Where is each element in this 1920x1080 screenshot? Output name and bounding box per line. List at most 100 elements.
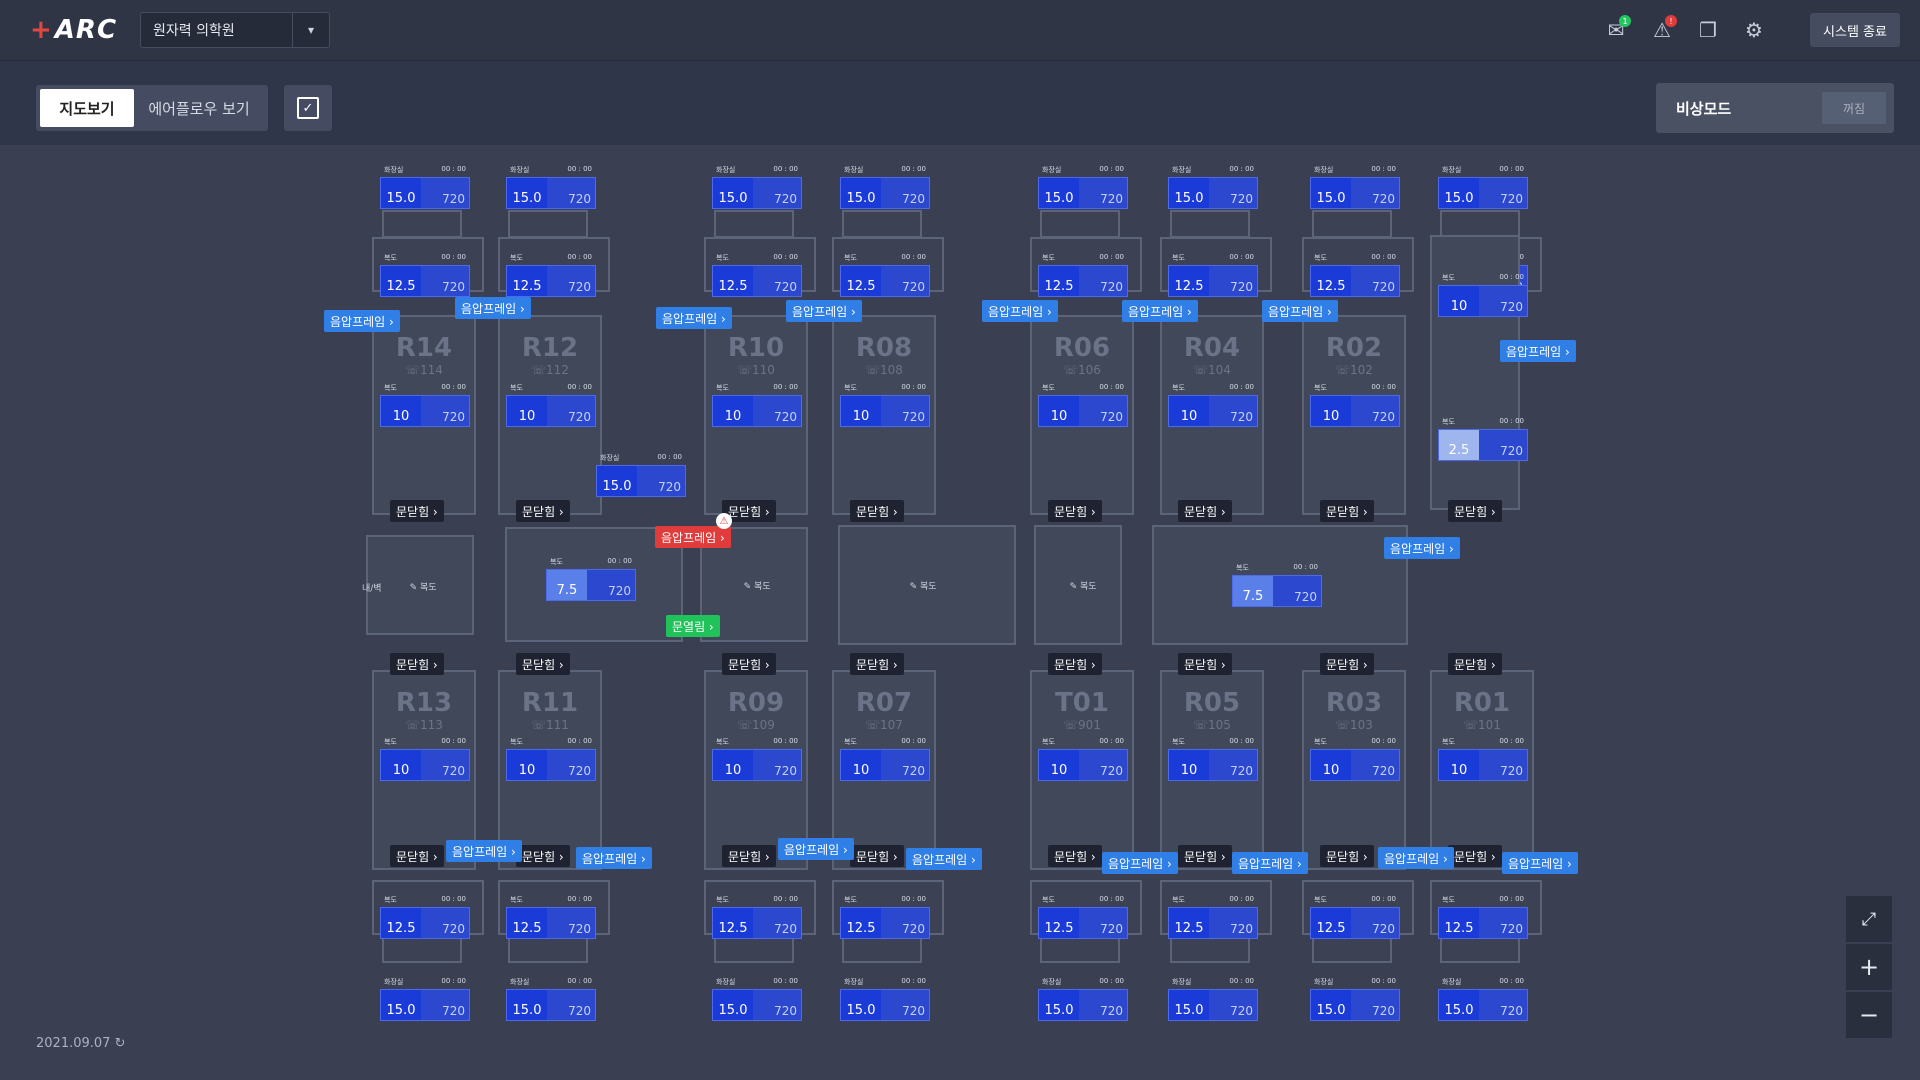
chevron-down-icon[interactable]: ▾ <box>292 13 329 47</box>
door-closed-button[interactable]: 문닫힘 › <box>722 500 776 522</box>
negative-pressure-button[interactable]: 음압프레임 › <box>656 307 732 329</box>
negative-pressure-button[interactable]: 음압프레임 › <box>982 300 1058 322</box>
door-closed-button[interactable]: 문닫힘 › <box>1178 500 1232 522</box>
negative-pressure-button[interactable]: 음압프레임 › <box>1378 847 1454 869</box>
door-closed-button[interactable]: 문닫힘 › <box>1178 653 1232 675</box>
system-exit-button[interactable]: 시스템 종료 <box>1810 13 1900 47</box>
site-select[interactable]: 원자력 의학원 ▾ <box>140 12 330 48</box>
door-closed-button[interactable]: 문닫힘 › <box>722 845 776 867</box>
negative-pressure-button[interactable]: 음압프레임 › <box>455 297 531 319</box>
negative-pressure-button[interactable]: 음압프레임 › <box>1384 537 1460 559</box>
door-closed-button[interactable]: 문닫힘 › <box>390 845 444 867</box>
door-closed-button[interactable]: 문닫힘 › <box>516 845 570 867</box>
emergency-mode-toggle[interactable]: 꺼짐 <box>1822 92 1886 124</box>
door-closed-button[interactable]: 문닫힘 › <box>1048 845 1102 867</box>
negative-pressure-button[interactable]: 음압프레임 › <box>1122 300 1198 322</box>
door-closed-button[interactable]: 문닫힘 › <box>390 500 444 522</box>
refresh-icon[interactable]: ↻ <box>114 1036 126 1051</box>
negative-pressure-button[interactable]: 음압프레임 › <box>786 300 862 322</box>
door-closed-button[interactable]: 문닫힘 › <box>516 500 570 522</box>
negative-pressure-button[interactable]: 음압프레임 › <box>576 847 652 869</box>
zoom-in-button[interactable]: + <box>1846 944 1892 990</box>
negative-pressure-button[interactable]: 음압프레임 › <box>446 840 522 862</box>
door-closed-button[interactable]: 문닫힘 › <box>1448 845 1502 867</box>
door-closed-button[interactable]: 문닫힘 › <box>850 845 904 867</box>
negative-pressure-button[interactable]: 음압프레임 › <box>1500 340 1576 362</box>
negative-pressure-button[interactable]: 음압프레임 › <box>1262 300 1338 322</box>
door-closed-button[interactable]: 문닫힘 › <box>1320 500 1374 522</box>
tab-map-view[interactable]: 지도보기 <box>40 89 134 127</box>
negative-pressure-button[interactable]: 음압프레임 › <box>1502 852 1578 874</box>
gear-icon[interactable]: ⚙ <box>1745 18 1763 42</box>
mail-icon[interactable]: ✉1 <box>1600 14 1632 46</box>
negative-pressure-button[interactable]: 음압프레임 › <box>778 838 854 860</box>
door-closed-button[interactable]: 문닫힘 › <box>850 653 904 675</box>
door-closed-button[interactable]: 문닫힘 › <box>1048 653 1102 675</box>
door-closed-button[interactable]: 문닫힘 › <box>516 653 570 675</box>
door-open-button[interactable]: 문열림 › <box>666 615 720 637</box>
door-closed-button[interactable]: 문닫힘 › <box>1448 653 1502 675</box>
door-closed-button[interactable]: 문닫힘 › <box>1320 653 1374 675</box>
door-closed-button[interactable]: 문닫힘 › <box>850 500 904 522</box>
negative-pressure-button[interactable]: 음압프레임 › <box>906 848 982 870</box>
door-closed-button[interactable]: 문닫힘 › <box>1178 845 1232 867</box>
negative-pressure-button[interactable]: 음압프레임 › <box>1102 852 1178 874</box>
door-closed-button[interactable]: 문닫힘 › <box>722 653 776 675</box>
tab-airflow-view[interactable]: 에어플로우 보기 <box>148 99 250 118</box>
negative-pressure-button[interactable]: 음압프레임 › <box>1232 852 1308 874</box>
negative-pressure-alarm-button[interactable]: 음압프레임 › <box>655 526 731 548</box>
fullscreen-button[interactable]: ⤢ <box>1846 896 1892 942</box>
warning-icon[interactable]: ⚠! <box>1646 14 1678 46</box>
door-closed-button[interactable]: 문닫힘 › <box>1048 500 1102 522</box>
door-closed-button[interactable]: 문닫힘 › <box>1320 845 1374 867</box>
negative-pressure-button[interactable]: 음압프레임 › <box>324 310 400 332</box>
document-icon[interactable]: ❐ <box>1699 18 1717 42</box>
select-toggle-button[interactable]: ✓ <box>284 85 332 131</box>
